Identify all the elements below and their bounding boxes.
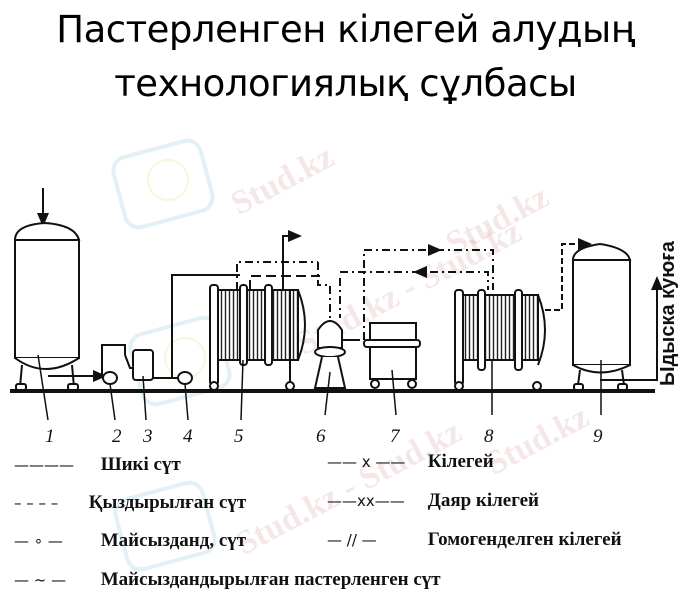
pump-2 [101,344,126,385]
legend-item-skim-milk: — ∘ — Майсызданд, сүт [14,530,247,551]
legend-item-cream: —— x —— Кілегей [327,451,494,472]
equipment-number-2: 2 [112,426,122,447]
title-line-2: технологиялық сұлбасы [114,62,577,105]
legend-item-ready-cream: ——xx—— Даяр кілегей [327,490,539,511]
page-title: Пастерленген кілегей алудың технологиялы… [0,6,691,108]
output-label: Ыдыска куюға [657,241,679,386]
legend-item-heated-milk: – – – – Қыздырылған сүт [14,492,247,513]
equipment-number-6: 6 [316,426,326,447]
equipment-number-9: 9 [593,426,603,447]
equipment-number-3: 3 [142,426,153,447]
plate-cooler-8 [454,289,546,391]
equipment-number-1: 1 [45,426,55,447]
legend-item-pasteurized-skim-milk: — ~ — Майсыздандырылған пастерленген сүт [14,569,441,590]
equipment-number-8: 8 [484,426,494,447]
legend-item-raw-milk: ———— Шикі сүт [14,454,181,475]
filter-3 [124,349,154,381]
solid-line-symbol: ———— [14,456,74,474]
equipment-number-5: 5 [234,426,244,447]
pump-4 [153,274,240,385]
dashed-line-symbol: – – – – [14,494,59,512]
equipment-number-7: 7 [390,426,401,447]
title-line-1: Пастерленген кілегей алудың [56,8,635,51]
pipe-network-left [236,230,341,320]
tilde-line-symbol: — ~ — [14,571,67,589]
cream-pipe [545,238,592,311]
pipe-network-right [340,249,494,340]
leader-lines [37,354,602,421]
legend-item-homogenized-cream: — // — Гомогенделген кілегей [327,529,622,550]
plate-pasteurizer-5 [209,284,306,391]
tank-1 [13,188,81,391]
slash-line-symbol: — // — [327,531,377,549]
circle-line-symbol: — ∘ — [14,532,63,550]
equipment-number-4: 4 [183,426,193,447]
x-line-symbol: —— x —— [327,453,406,471]
filling-output-pipe [600,276,663,381]
homogenizer-7 [342,322,421,389]
xx-line-symbol: ——xx—— [327,492,405,510]
tank-9 [571,242,632,391]
